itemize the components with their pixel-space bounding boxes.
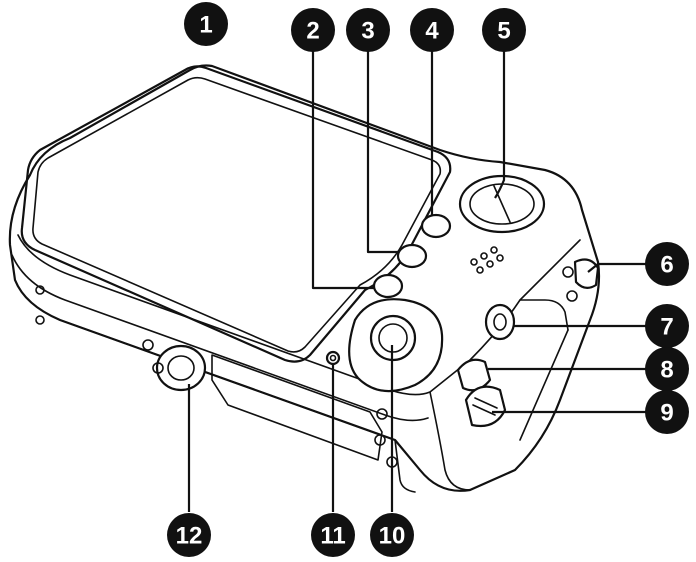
callout-5: 5 (482, 8, 526, 52)
body-outline (8, 64, 601, 492)
speaker-grille (470, 246, 504, 274)
callout-11-label: 11 (320, 523, 345, 550)
battery-door (211, 354, 383, 461)
leader-5 (494, 50, 506, 199)
callout-6-circle (645, 242, 689, 286)
callout-7-circle (645, 304, 689, 348)
callout-2-label: 2 (306, 18, 319, 45)
callout-7-label: 7 (660, 314, 673, 341)
callout-8: 8 (645, 347, 689, 391)
callout-5-label: 5 (497, 18, 510, 45)
callout-10-circle (370, 513, 414, 557)
lcd-screen (20, 65, 452, 363)
callout-10: 10 (370, 513, 414, 557)
battery-door-latch (464, 385, 507, 428)
tripod-socket (155, 344, 207, 392)
bottom-panel (35, 266, 578, 468)
button-3 (396, 243, 428, 269)
side-edge (429, 391, 471, 491)
callout-1-label: 1 (199, 12, 212, 39)
callout-6-label: 6 (660, 252, 673, 279)
body-ridge-lower (11, 254, 429, 422)
callout-9-label: 9 (660, 400, 673, 427)
button-2 (372, 273, 404, 299)
callout-1: 1 (184, 2, 228, 46)
bottom-edge (59, 319, 416, 493)
strap-eyelet (456, 358, 492, 392)
callout-5-circle (482, 8, 526, 52)
callout-4-label: 4 (425, 18, 439, 45)
lcd-outer (20, 65, 452, 363)
leader-2 (311, 50, 375, 290)
callout-4-circle (410, 8, 454, 52)
callout-12: 12 (167, 513, 211, 557)
button-4 (420, 213, 452, 239)
side-panel-top (519, 299, 569, 331)
callout-9-circle (645, 390, 689, 434)
side-panel-diag (519, 329, 569, 441)
controls (325, 174, 600, 428)
callout-11: 11 (311, 513, 355, 557)
leader-lines (187, 50, 648, 512)
callout-6: 6 (645, 242, 689, 286)
callout-11-circle (311, 513, 355, 557)
callout-3-circle (346, 8, 390, 52)
callout-8-label: 8 (660, 357, 673, 384)
callout-3: 3 (346, 8, 390, 52)
callout-1-circle (184, 2, 228, 46)
callout-3-label: 3 (361, 18, 374, 45)
callout-4: 4 (410, 8, 454, 52)
lcd-inner (32, 76, 442, 353)
callout-10-label: 10 (379, 523, 406, 550)
callout-2: 2 (291, 8, 335, 52)
side-clip (573, 258, 600, 289)
status-led (325, 350, 341, 366)
callout-9: 9 (645, 390, 689, 434)
leader-6 (587, 262, 648, 273)
callout-12-circle (167, 513, 211, 557)
callout-12-label: 12 (176, 523, 203, 550)
zoom-rocker-divider (493, 185, 511, 223)
usb-port (484, 303, 516, 341)
leader-3 (366, 50, 398, 254)
callout-7: 7 (645, 304, 689, 348)
callout-2-circle (291, 8, 335, 52)
callout-8-circle (645, 347, 689, 391)
